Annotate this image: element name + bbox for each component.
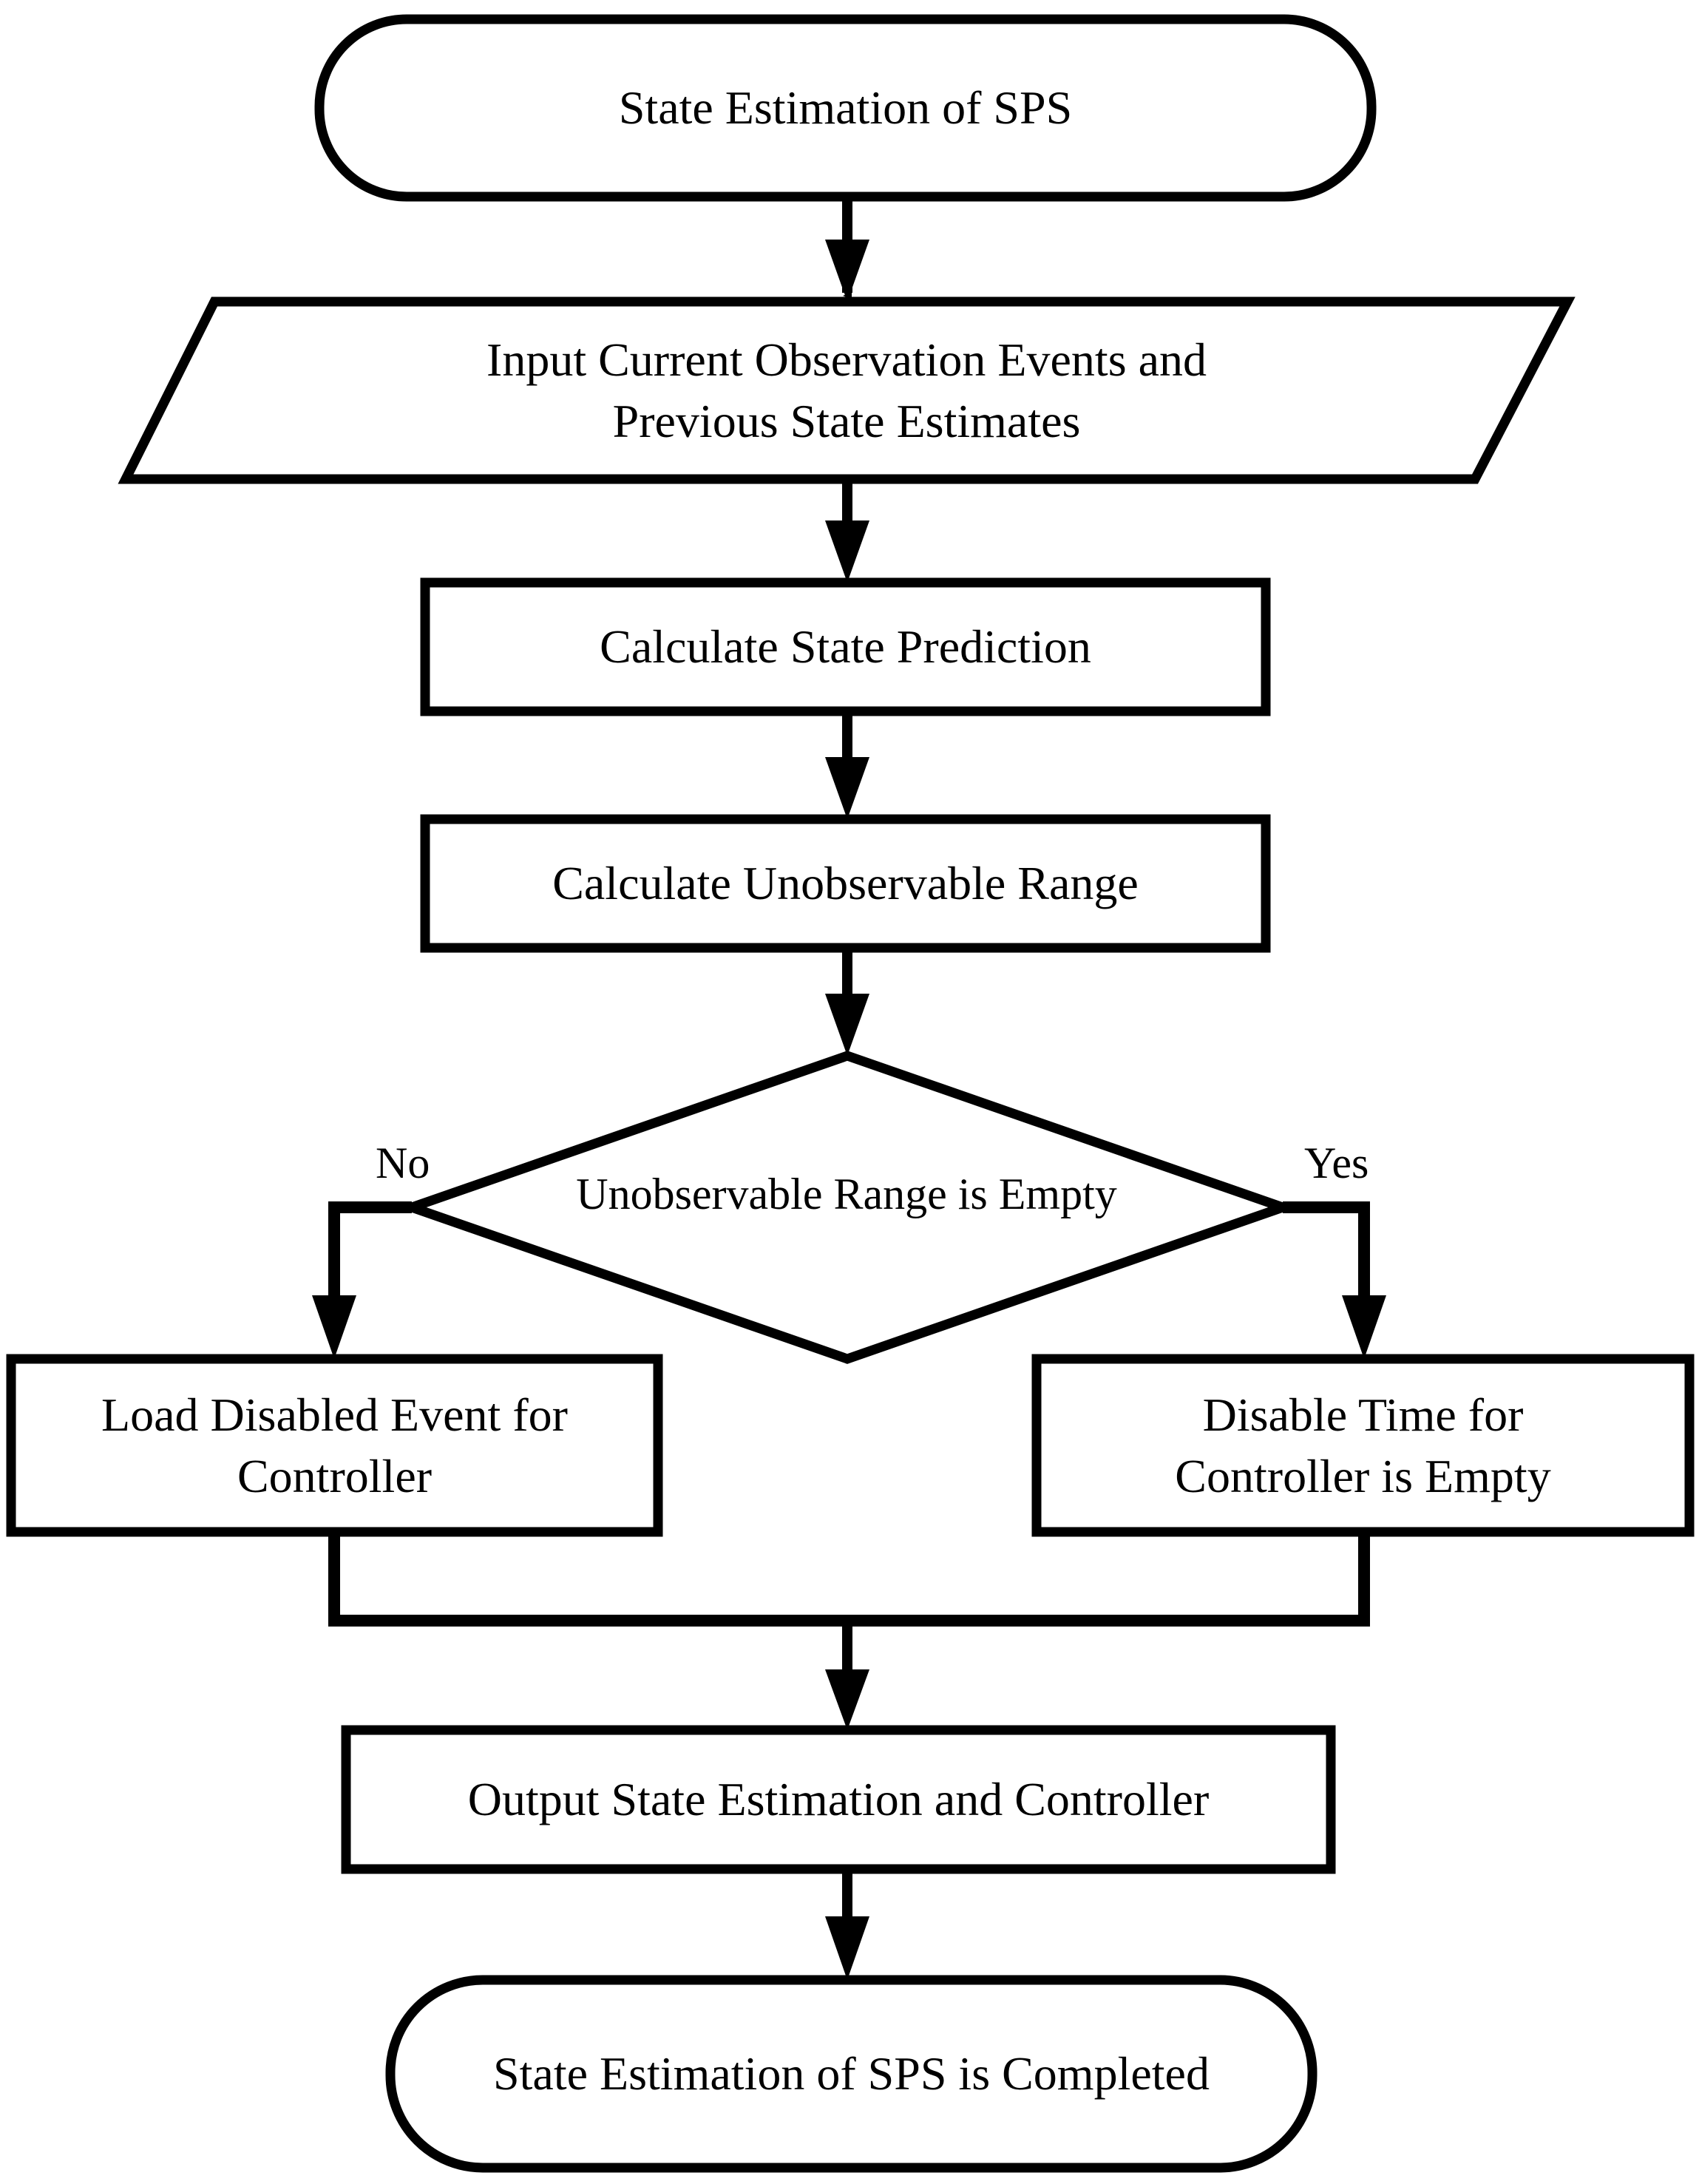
shape-process-predict [420, 577, 1271, 716]
connector-decision-no-to-load-event [328, 1201, 412, 1297]
shape-parallelogram-input [118, 296, 1576, 484]
shape-terminal-start [314, 14, 1377, 202]
shape-process-output [341, 1725, 1336, 1874]
shape-decision-unobservable-range [397, 1051, 1298, 1364]
edge-label-no: No [376, 1139, 430, 1187]
shape-process-range [420, 814, 1271, 953]
arrowhead-decision-no [312, 1295, 356, 1359]
arrowhead-predict-to-range [825, 757, 869, 819]
arrowhead-range-to-decision [825, 994, 869, 1056]
arrowhead-start-to-input [825, 240, 869, 302]
arrowhead-output-to-end [825, 1916, 869, 1980]
arrowhead-merge-to-output [825, 1669, 869, 1730]
shape-process-load-disabled-event [6, 1354, 663, 1537]
connector-merge-branches-to-output [328, 1532, 1370, 1627]
shape-terminal-end [385, 1975, 1318, 2173]
shape-process-disable-time [1031, 1354, 1695, 1537]
connector-decision-yes-to-disable-time [1283, 1201, 1370, 1297]
arrowhead-decision-yes [1342, 1295, 1386, 1359]
edge-label-yes: Yes [1304, 1139, 1369, 1187]
arrowhead-input-to-predict [825, 520, 869, 583]
